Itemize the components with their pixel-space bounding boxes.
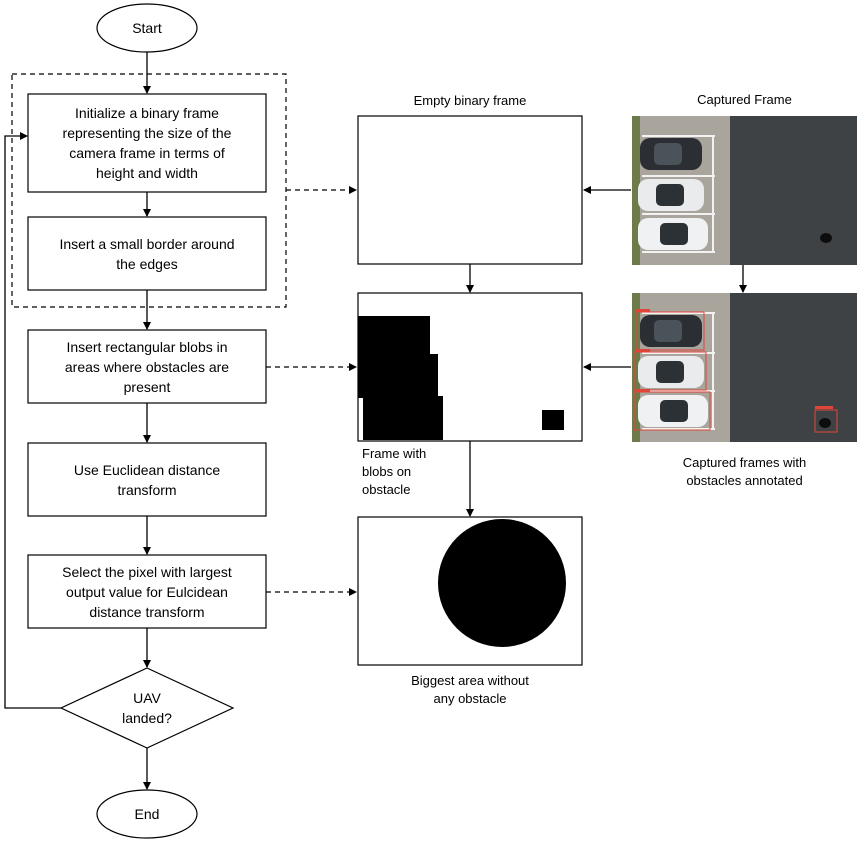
captured-frame-caption: Captured Frame [697,92,792,107]
biggest-area-caption: Biggest area without any obstacle [411,673,529,706]
edt-box [27,442,267,517]
dashed-connectors [266,186,357,596]
empty-binary-frame [357,115,583,265]
start-label: Start [132,20,162,36]
captured-frame-photo [632,116,857,265]
select-pixel-label: Select the pixel with largest output val… [62,563,232,620]
end-terminal [96,789,198,839]
annotated-frame-caption: Captured frames with obstacles annotated [682,455,807,488]
blobs-frame [357,292,583,442]
insert-blobs-box [27,329,267,404]
end-label: End [134,806,160,822]
annotated-frame-photo [632,293,857,442]
uav-landed-label: UAV landed? [122,690,172,726]
obstacle-blob [542,410,564,430]
insert-border-label: Insert a small border around the edges [59,235,235,272]
biggest-area-frame [357,516,583,666]
insert-blobs-label: Insert rectangular blobs in areas where … [64,338,230,395]
largest-free-circle [438,519,566,647]
init-binary-frame-box [27,93,267,193]
blobs-frame-caption: Frame with blobs on obstacle [362,446,427,497]
select-pixel-box [27,554,267,629]
obstacle-blob [358,354,438,398]
obstacle-blob [363,396,443,440]
flow-arrows [4,52,151,790]
obstacle-blob [358,316,430,356]
empty-frame-caption: Empty binary frame [413,93,527,108]
init-binary-frame-label: Initialize a binary frame representing t… [62,105,232,181]
solid-connectors [466,186,747,517]
edt-label: Use Euclidean distance transform [73,461,221,498]
